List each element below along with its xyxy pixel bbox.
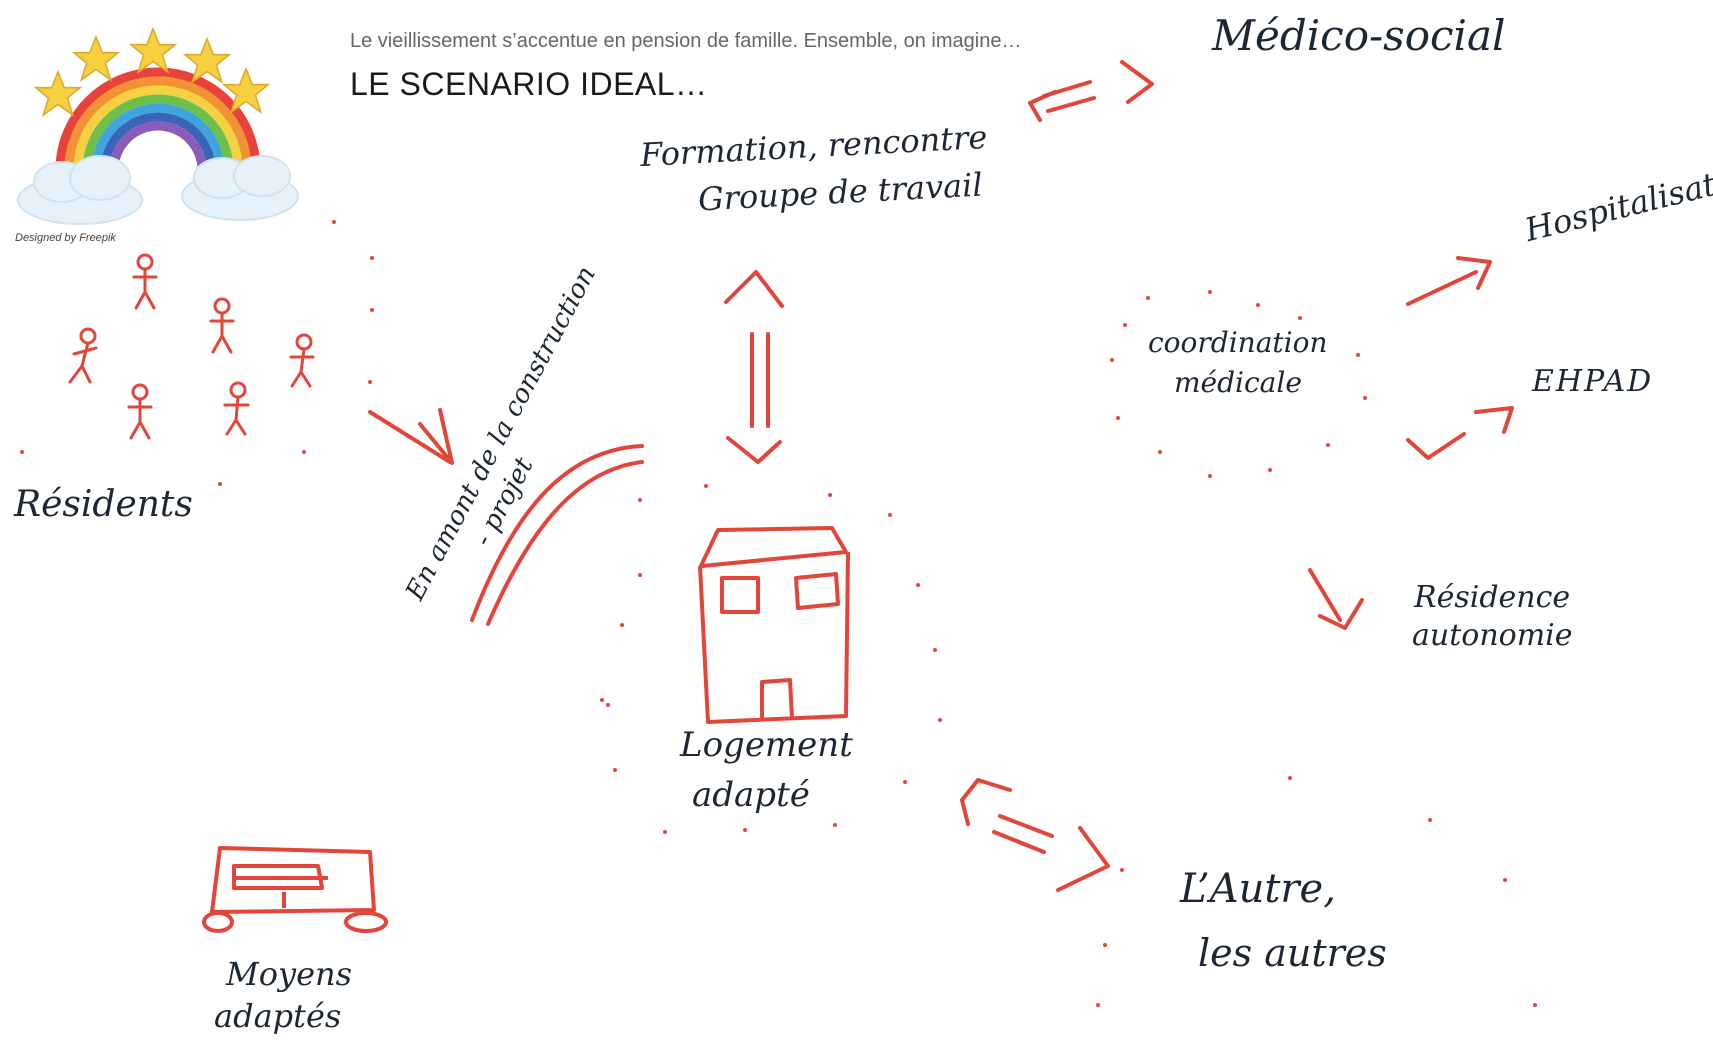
label-autre-line1: L’Autre,	[1180, 866, 1336, 912]
residents-dots	[20, 220, 374, 486]
label-logement-line1: Logement	[680, 725, 853, 765]
page-title: LE SCENARIO IDEAL…	[350, 66, 708, 102]
stars	[33, 26, 271, 117]
arrow-ehpad	[1406, 406, 1514, 460]
label-ehpad: EHPAD	[1532, 364, 1654, 399]
arrow-logement-autre	[960, 778, 1110, 892]
label-logement-line2: adapté	[692, 775, 810, 815]
arrow-residence	[1308, 568, 1364, 630]
arrow-formation-logement	[724, 270, 784, 464]
illustration-credit: Designed by Freepik	[15, 232, 116, 244]
stick-figure-icon	[127, 383, 153, 440]
house-halo	[600, 484, 942, 834]
vehicle-icon	[202, 846, 388, 933]
label-residents: Résidents	[14, 484, 193, 525]
label-autre-line2: les autres	[1198, 931, 1387, 975]
cloud-left	[17, 155, 143, 225]
cloud-right	[181, 155, 299, 221]
rainbow-illustration	[17, 26, 299, 225]
autre-dots	[1096, 776, 1537, 1007]
label-medico-social: Médico-social	[1212, 11, 1506, 60]
label-residence-line2: autonomie	[1412, 618, 1573, 653]
stick-figure-icon	[289, 333, 315, 388]
house-icon	[698, 526, 850, 724]
residents-figures	[68, 253, 315, 440]
label-residence-line1: Résidence	[1414, 580, 1571, 615]
arrow-residents	[368, 408, 454, 465]
road-lines	[470, 444, 644, 626]
coordination-halo	[1110, 290, 1367, 478]
stick-figure-icon	[132, 253, 158, 310]
stick-figure-icon	[209, 297, 235, 354]
label-moyens-line1: Moyens	[226, 955, 353, 993]
label-moyens-line2: adaptés	[214, 997, 342, 1035]
page-subtitle: Le vieillissement s’accentue en pension …	[350, 30, 1022, 52]
stick-figure-icon	[223, 381, 250, 436]
arrow-formation-medico	[1028, 60, 1154, 122]
arrow-hospitalisation	[1406, 256, 1492, 306]
label-coordination-line1: coordination	[1148, 326, 1328, 359]
label-coordination-line2: médicale	[1174, 366, 1302, 399]
stick-figure-icon	[68, 327, 98, 384]
